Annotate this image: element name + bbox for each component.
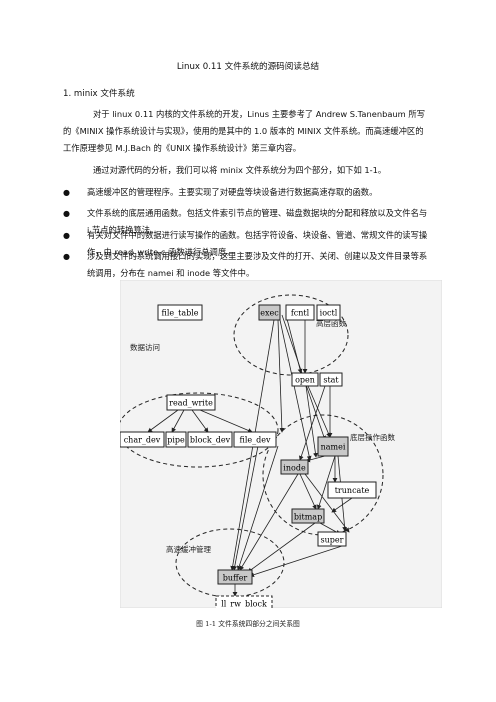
high-level-group: [233, 294, 349, 376]
section-heading: 1. minix 文件系统: [63, 89, 135, 99]
bullet-dot: ●: [63, 252, 70, 261]
node-label: buffer: [223, 574, 248, 583]
bullet-dot: ●: [63, 231, 70, 240]
node-open: open: [291, 372, 319, 387]
figure-caption: 图 1-1 文件系统四部分之间关系图: [196, 620, 300, 628]
bullet-item: ● 高速缓冲区的管理程序。主要实现了对硬盘等块设备进行数据高速存取的函数。: [63, 184, 428, 201]
node-label: exec: [260, 309, 279, 318]
node-char-dev: char_dev: [119, 431, 165, 448]
bullet-item: ● 涉及到文件的系统调用接口的实现，这里主要涉及文件的打开、关闭、创建以及文件目…: [63, 248, 428, 282]
node-super: super: [317, 531, 347, 547]
paragraph-overview: 通过对源代码的分析，我们可以将 minix 文件系统分为四个部分，如下如 1-1…: [93, 165, 387, 175]
bullet-item: ● 文件系统的底层通用函数。包括文件索引节点的管理、磁盘数据块的分配和释放以及文…: [63, 205, 428, 239]
buffer-mgmt-group: [175, 528, 285, 598]
node-block-dev: block_dev: [187, 431, 233, 448]
node-label: super: [321, 536, 344, 545]
node-file-dev: file_dev: [233, 431, 277, 448]
node-read-write: read_write: [166, 394, 216, 411]
node-ll-rw-block: ll_rw_block: [215, 595, 273, 611]
bullet-text: 有关对文件中的数据进行读写操作的函数。包括字符设备、块设备、管道、常规文件的读写…: [87, 230, 428, 257]
node-inode: inode: [280, 459, 309, 475]
document-title: Linux 0.11 文件系统的源码阅读总结: [176, 62, 320, 72]
node-label: ioctl: [320, 309, 338, 318]
bullet-text: 涉及到文件的系统调用接口的实现，这里主要涉及文件的打开、关闭、创建以及文件目录等…: [87, 251, 428, 278]
node-exec: exec: [258, 304, 281, 321]
bullet-text: 文件系统的底层通用函数。包括文件索引节点的管理、磁盘数据块的分配和释放以及文件名…: [87, 208, 428, 235]
node-label: read_write: [169, 399, 213, 408]
node-buffer: buffer: [217, 569, 253, 585]
node-namei: namei: [317, 436, 349, 457]
group-label-low-level: 底层操作函数: [350, 432, 395, 442]
node-label: ll_rw_block: [221, 600, 267, 609]
node-file-table: file_table: [157, 304, 203, 321]
bullet-text: 高速缓冲区的管理程序。主要实现了对硬盘等块设备进行数据高速存取的函数。: [87, 187, 378, 197]
node-label: pipe: [167, 436, 185, 445]
paragraph-intro: 对于 linux 0.11 内核的文件系统的开发，Linus 主要参考了 And…: [63, 109, 425, 153]
filesystem-diagram: 数据访问 高层函数 底层操作函数 高速缓冲管理: [117, 279, 443, 611]
node-label: bitmap: [294, 513, 322, 522]
node-pipe: pipe: [165, 431, 187, 448]
node-label: file_table: [161, 309, 198, 318]
node-fcntl: fcntl: [285, 304, 315, 321]
node-label: fcntl: [291, 309, 310, 318]
node-label: truncate: [335, 486, 370, 495]
node-label: file_dev: [239, 436, 270, 445]
bullet-dot: ●: [63, 188, 70, 197]
group-label-high-level: 高层函数: [316, 318, 346, 328]
node-label: stat: [323, 376, 339, 385]
diagram-svg: 数据访问 高层函数 底层操作函数 高速缓冲管理: [117, 279, 443, 611]
group-label-buffer-mgmt: 高速缓冲管理: [166, 544, 211, 554]
node-label: inode: [283, 464, 306, 473]
node-label: namei: [321, 443, 346, 452]
node-label: char_dev: [124, 436, 161, 445]
node-ioctl: ioctl: [316, 304, 341, 321]
bullet-dot: ●: [63, 209, 70, 218]
node-label: open: [295, 376, 315, 385]
node-label: block_dev: [190, 436, 231, 445]
bullet-item: ● 有关对文件中的数据进行读写操作的函数。包括字符设备、块设备、管道、常规文件的…: [63, 227, 428, 261]
node-truncate: truncate: [327, 481, 377, 499]
group-label-data-access: 数据访问: [130, 342, 160, 352]
node-stat: stat: [319, 372, 343, 387]
node-bitmap: bitmap: [291, 508, 325, 524]
